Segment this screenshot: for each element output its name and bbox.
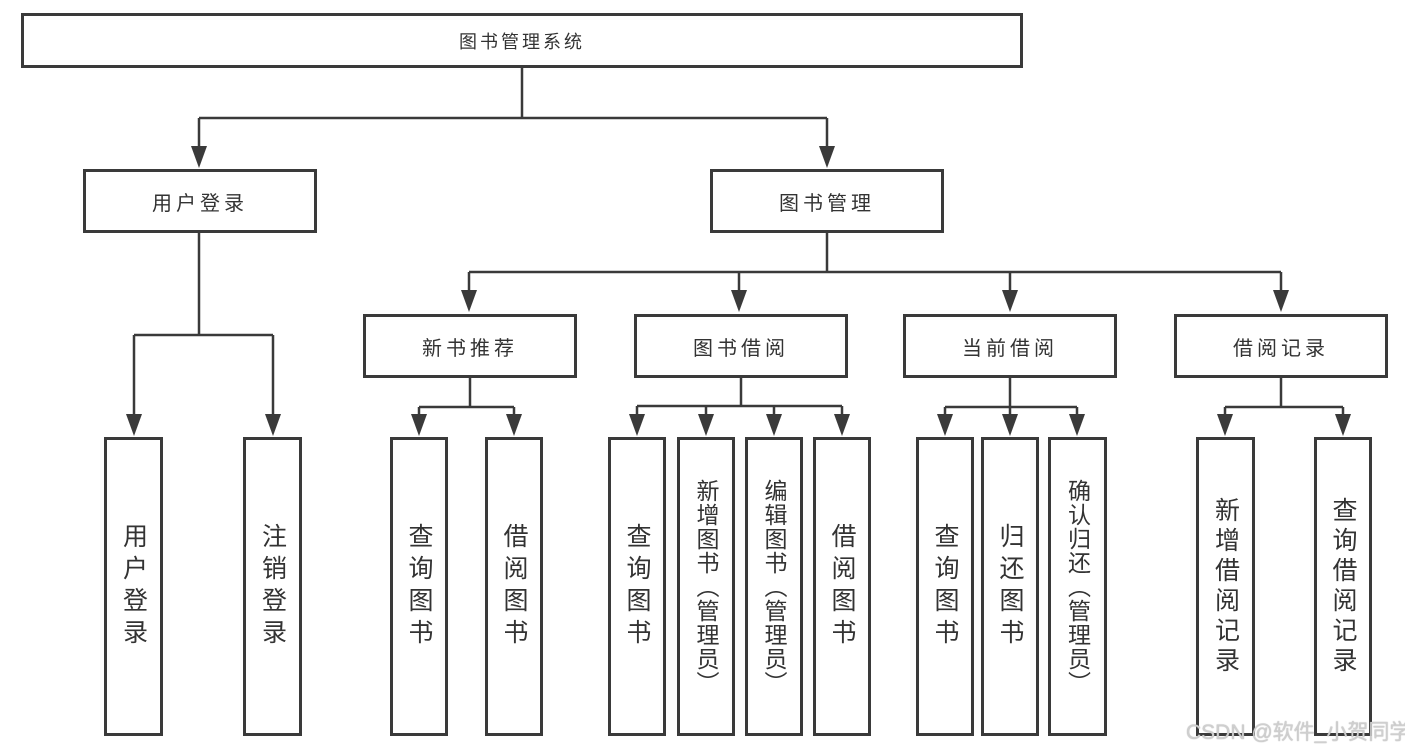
leaf-nb-query-books-label: 查询图书 — [405, 522, 433, 651]
leaf-cb-query-books: 查询图书 — [916, 437, 974, 736]
leaf-cb-return-books: 归还图书 — [981, 437, 1039, 736]
leaf-bb-edit-books-admin: 编辑图书（管理员） — [745, 437, 803, 736]
leaf-bb-borrow-books: 借阅图书 — [813, 437, 871, 736]
leaf-bb-edit-books-admin-label: 编辑图书（管理员） — [761, 478, 787, 695]
node-book-borrow-label: 图书借阅 — [693, 337, 789, 360]
leaf-br-query-record-label: 查询借阅记录 — [1329, 496, 1357, 677]
node-user-login-label: 用户登录 — [152, 192, 248, 215]
leaf-cb-query-books-label: 查询图书 — [931, 522, 959, 651]
node-root-system-label: 图书管理系统 — [459, 31, 585, 52]
csdn-watermark: CSDN @软件_小贺同学 — [1186, 721, 1405, 744]
node-user-login: 用户登录 — [83, 169, 317, 233]
leaf-logout-label: 注销登录 — [258, 522, 287, 651]
leaf-nb-query-books: 查询图书 — [390, 437, 448, 736]
leaf-br-add-record: 新增借阅记录 — [1196, 437, 1255, 736]
leaf-cb-confirm-return-admin: 确认归还（管理员） — [1048, 437, 1107, 736]
connector-current-borrow-to-leaves — [937, 378, 1085, 436]
connector-book-management-to-level3 — [461, 233, 1289, 312]
leaf-cb-return-books-label: 归还图书 — [996, 522, 1024, 651]
node-borrow-records-label: 借阅记录 — [1233, 337, 1329, 360]
node-book-management: 图书管理 — [710, 169, 944, 233]
leaf-user-login-label: 用户登录 — [119, 522, 148, 651]
connector-new-book-to-leaves — [411, 378, 522, 436]
leaf-nb-borrow-books: 借阅图书 — [485, 437, 543, 736]
connector-root-to-level2 — [191, 68, 835, 168]
leaf-bb-add-books-admin-label: 新增图书（管理员） — [693, 478, 719, 695]
node-current-borrow: 当前借阅 — [903, 314, 1117, 378]
leaf-logout: 注销登录 — [243, 437, 302, 736]
leaf-bb-borrow-books-label: 借阅图书 — [828, 522, 856, 651]
node-new-book-recommend-label: 新书推荐 — [422, 337, 518, 360]
node-book-borrow: 图书借阅 — [634, 314, 848, 378]
node-new-book-recommend: 新书推荐 — [363, 314, 577, 378]
leaf-br-add-record-label: 新增借阅记录 — [1211, 496, 1240, 677]
leaf-br-query-record: 查询借阅记录 — [1314, 437, 1372, 736]
leaf-bb-query-books: 查询图书 — [608, 437, 666, 736]
node-root-system: 图书管理系统 — [21, 13, 1023, 68]
connector-borrow-records-to-leaves — [1217, 378, 1351, 436]
connector-user-login-to-leaves — [126, 233, 281, 436]
node-borrow-records: 借阅记录 — [1174, 314, 1388, 378]
leaf-user-login: 用户登录 — [104, 437, 163, 736]
leaf-cb-confirm-return-admin-label: 确认归还（管理员） — [1064, 478, 1091, 695]
connector-book-borrow-to-leaves — [629, 378, 850, 436]
leaf-bb-query-books-label: 查询图书 — [623, 522, 651, 651]
node-book-management-label: 图书管理 — [779, 192, 875, 215]
node-current-borrow-label: 当前借阅 — [962, 337, 1058, 360]
leaf-bb-add-books-admin: 新增图书（管理员） — [677, 437, 735, 736]
leaf-nb-borrow-books-label: 借阅图书 — [500, 522, 528, 651]
